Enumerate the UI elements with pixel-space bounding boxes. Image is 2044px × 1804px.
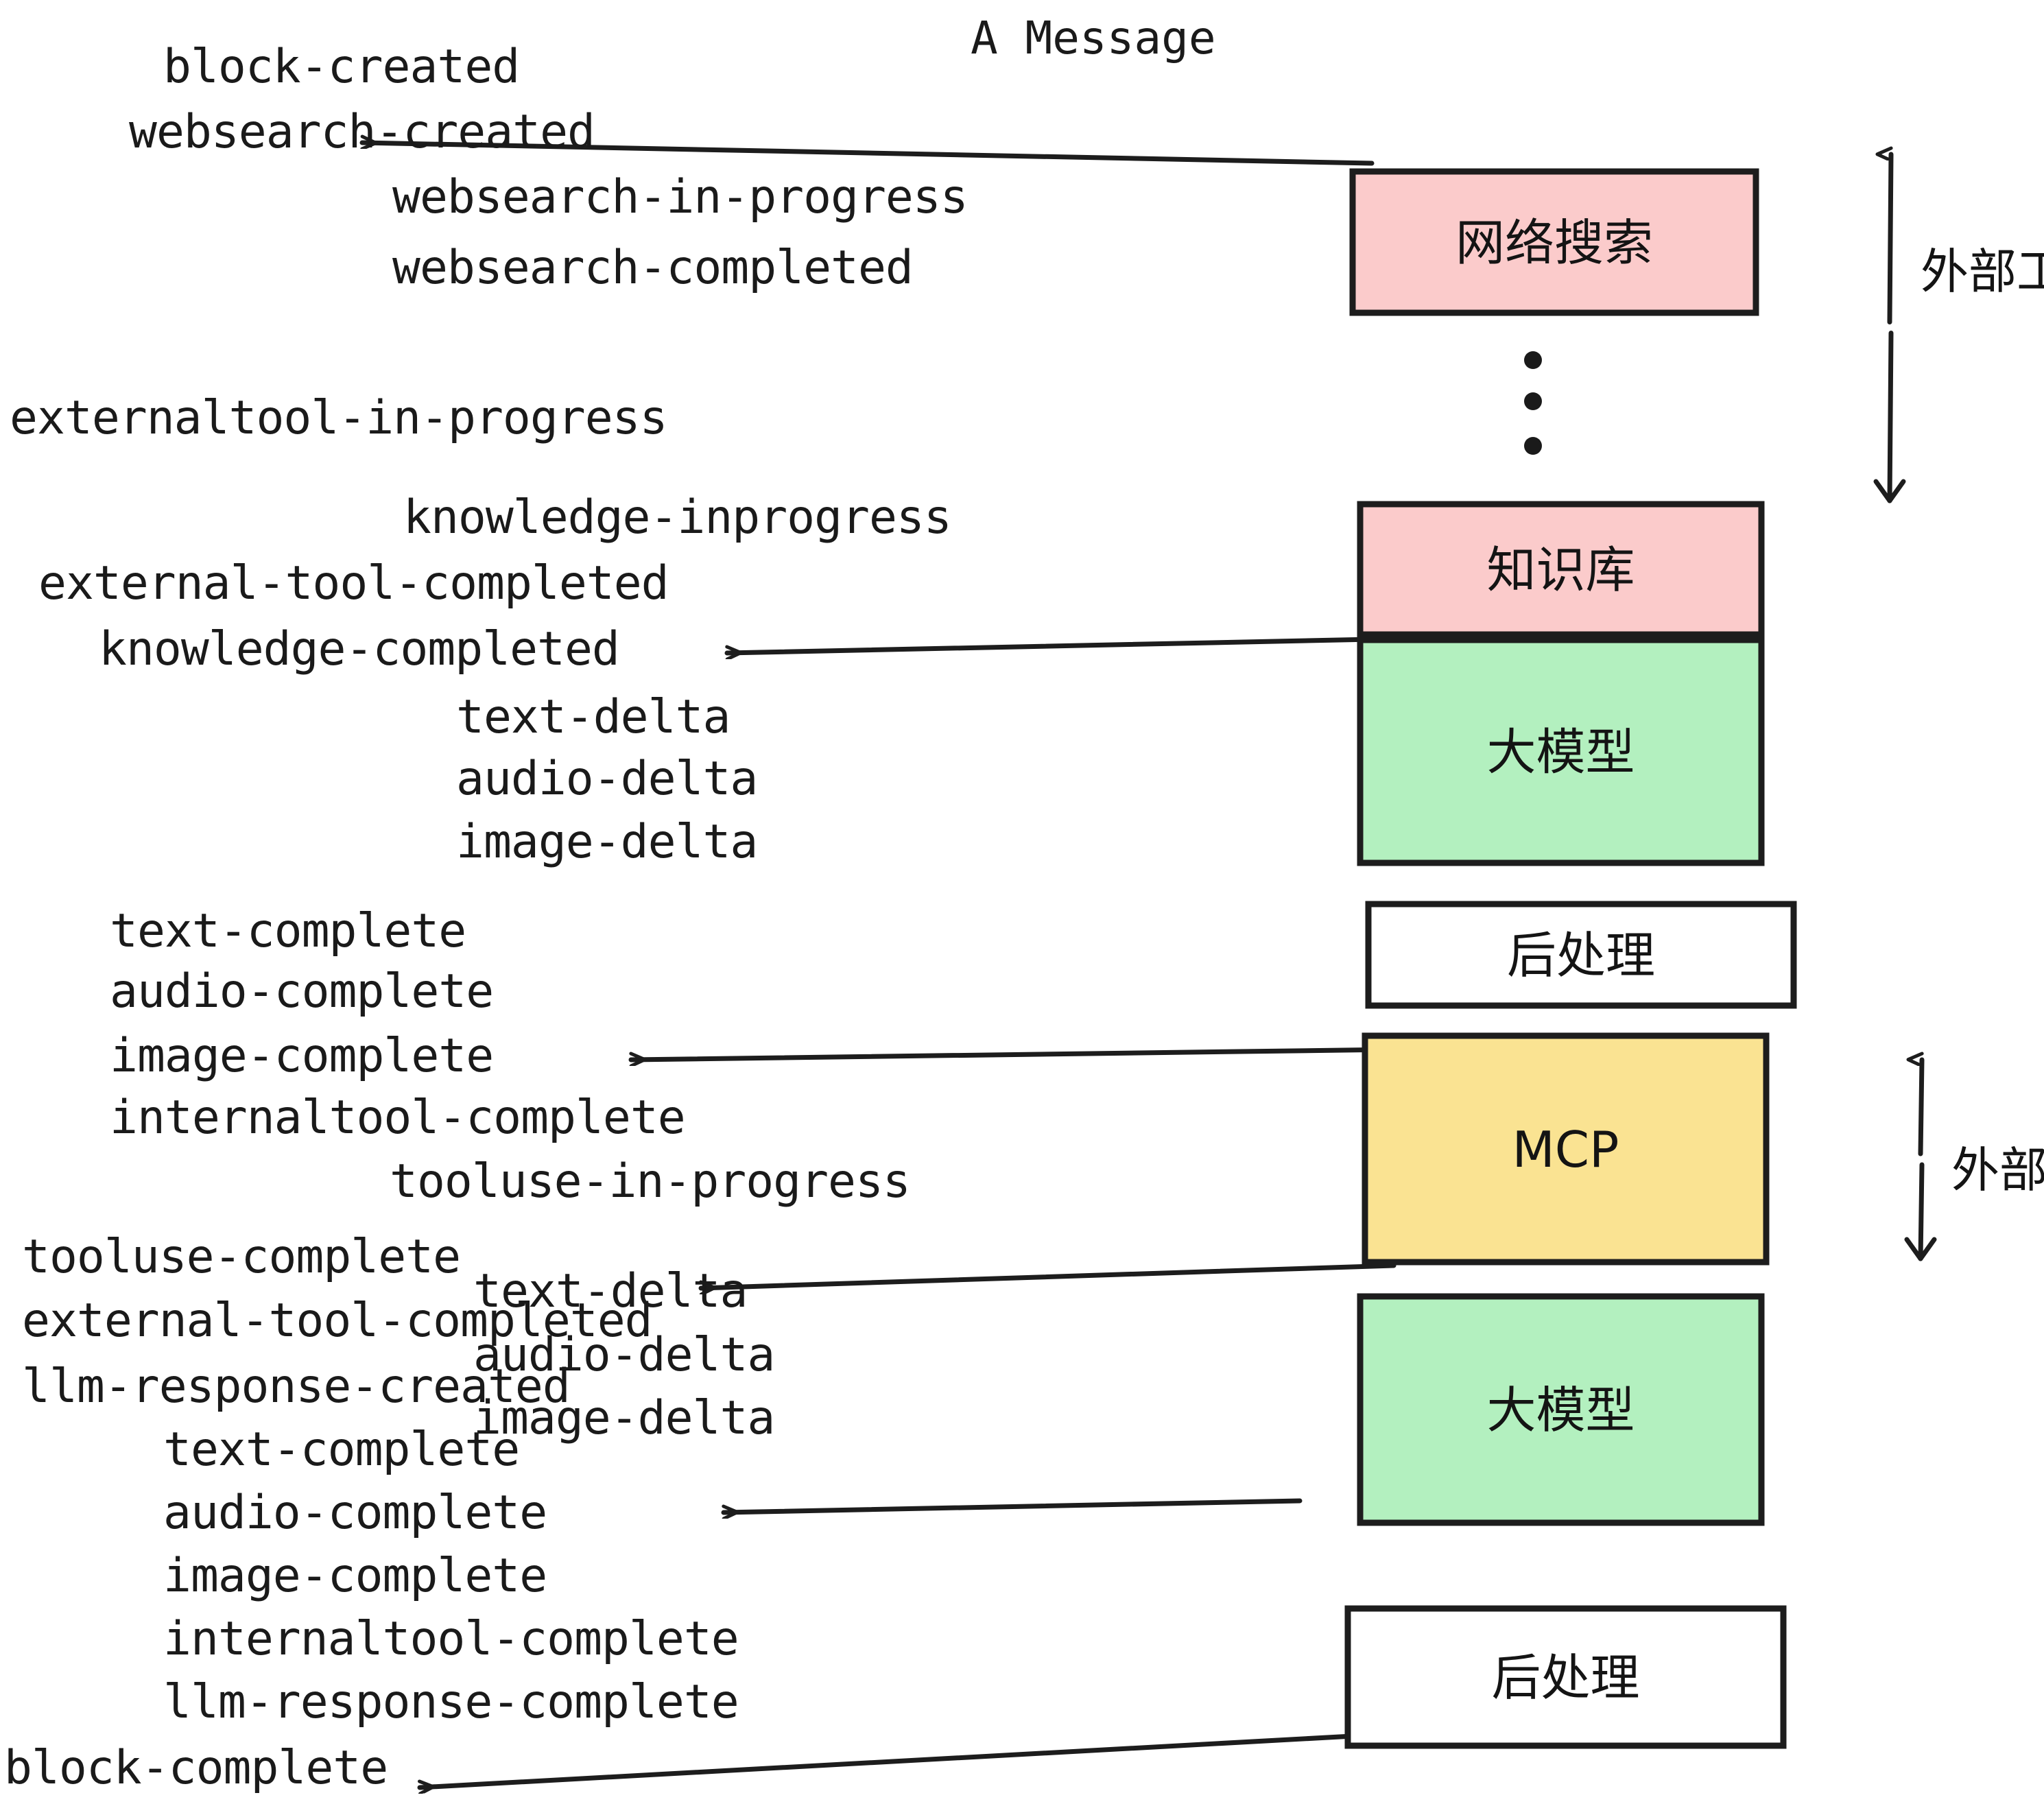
node-label-llm-1: 大模型 [1486, 724, 1635, 781]
ellipsis-dots [1524, 351, 1542, 455]
node-label-postprocess-1: 后处理 [1507, 927, 1655, 984]
side-bracket-layer: 外部工具外部工具 [1873, 154, 2044, 1261]
bracket-external-tools-top: 外部工具 [1873, 154, 2044, 503]
bracket-label-external-tools-top: 外部工具 [1921, 244, 2044, 300]
event-label-internaltool-complete-2: internaltool-complete [163, 1612, 739, 1666]
node-box-llm-1 [1357, 637, 1765, 866]
arrow-llm2-to-events [721, 1498, 1303, 1512]
node-label-knowledge: 知识库 [1486, 541, 1635, 599]
arrow-mcp-to-events [698, 1263, 1397, 1288]
event-label-knowledge-completed: knowledge-completed [99, 622, 619, 676]
event-label-knowledge-inprogress: knowledge-inprogress [403, 490, 951, 545]
node-llm-1[interactable]: 大模型 [1357, 637, 1765, 866]
event-label-websearch-created: websearch-created [129, 105, 595, 159]
node-label-websearch: 网络搜索 [1455, 214, 1653, 272]
bracket-external-tools-bottom: 外部工具 [1904, 1060, 2044, 1261]
event-label-audio-delta-1: audio-delta [456, 752, 757, 806]
event-label-text-complete-2: text-complete [163, 1423, 519, 1477]
event-label-tooluse-complete: tooluse-complete [22, 1230, 460, 1284]
event-label-externaltool-in-progress: externaltool-in-progress [10, 391, 667, 445]
event-label-image-delta-1: image-delta [456, 815, 757, 869]
node-label-llm-2: 大模型 [1486, 1381, 1635, 1439]
node-box-knowledge [1357, 501, 1765, 638]
node-box-postprocess-1 [1365, 901, 1797, 1009]
event-label-text-delta-2: text-delta [473, 1264, 747, 1318]
event-label-image-delta-2: image-delta [473, 1391, 774, 1445]
bracket-arrow-up [1890, 154, 1894, 324]
node-box-mcp [1362, 1032, 1770, 1266]
node-knowledge[interactable]: 知识库 [1357, 501, 1765, 638]
arrow-llm1-to-events [628, 1047, 1397, 1060]
page-title: A Message [971, 12, 1216, 64]
event-label-image-complete-2: image-complete [163, 1549, 547, 1603]
bracket-arrow-up [1921, 1060, 1925, 1156]
event-label-text-delta-1: text-delta [456, 690, 730, 744]
ellipsis-dot-1 [1524, 351, 1542, 369]
event-label-websearch-completed: websearch-completed [392, 241, 913, 295]
node-label-postprocess-2: 后处理 [1491, 1649, 1639, 1707]
event-label-image-complete-1: image-complete [110, 1029, 493, 1083]
event-label-external-tool-completed-1: external-tool-completed [38, 556, 669, 610]
event-label-internaltool-complete-1: internaltool-complete [110, 1091, 685, 1145]
node-box-websearch [1349, 168, 1759, 316]
event-label-audio-complete-1: audio-complete [110, 964, 493, 1019]
arrow-websearch-to-block [359, 143, 1375, 166]
arrow-knowledge-to-events [724, 637, 1375, 653]
bracket-arrow-down-shaft [1887, 331, 1894, 503]
node-postprocess-2[interactable]: 后处理 [1344, 1605, 1787, 1749]
event-label-layer: block-created websearch-created websearch-… [4, 40, 968, 1795]
node-postprocess-1[interactable]: 后处理 [1365, 901, 1797, 1009]
event-label-tooluse-in-progress: tooluse-in-progress [390, 1154, 910, 1209]
ellipsis-dot-2 [1524, 392, 1542, 410]
event-label-websearch-in-progress: websearch-in-progress [392, 170, 968, 224]
event-label-text-complete-1: text-complete [110, 904, 466, 958]
event-label-llm-response-complete: llm-response-complete [163, 1675, 739, 1729]
node-label-mcp: MCP [1512, 1121, 1619, 1178]
event-label-block-created: block-created [163, 40, 519, 94]
node-box-llm-2 [1357, 1293, 1765, 1526]
event-label-audio-complete-2: audio-complete [163, 1486, 547, 1540]
bracket-label-external-tools-bottom: 外部工具 [1951, 1142, 2044, 1198]
event-label-block-complete: block-complete [4, 1741, 388, 1795]
event-label-llm-response-created: llm-response-created [22, 1360, 570, 1414]
node-llm-2[interactable]: 大模型 [1357, 1293, 1765, 1526]
bracket-arrowhead-down [1904, 1237, 1937, 1261]
bracket-arrowhead-down [1873, 479, 1906, 503]
node-box-postprocess-2 [1344, 1605, 1787, 1749]
arrow-post2-to-block [417, 1733, 1368, 1788]
bracket-arrow-down-shaft [1918, 1162, 1925, 1261]
event-label-audio-delta-2: audio-delta [473, 1328, 774, 1382]
ellipsis-dot-3 [1524, 437, 1542, 455]
event-label-external-tool-completed-2: external-tool-completed [22, 1294, 652, 1348]
arrow-layer [359, 143, 1397, 1788]
node-websearch[interactable]: 网络搜索 [1349, 168, 1759, 316]
node-mcp[interactable]: MCP [1362, 1032, 1770, 1266]
